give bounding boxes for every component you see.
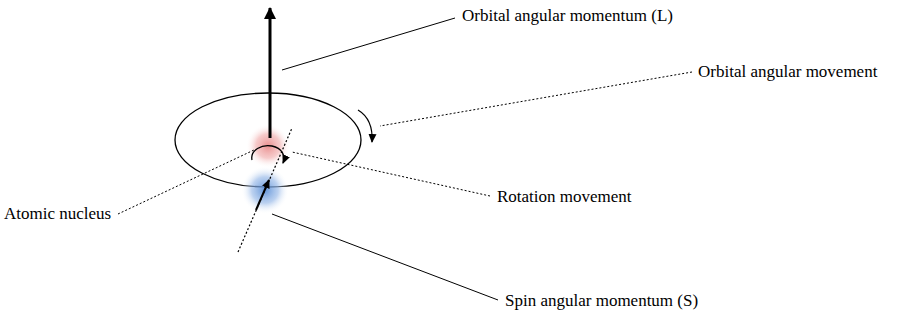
label-text: Spin angular momentum (S): [505, 291, 698, 311]
electron-blob: [241, 166, 289, 214]
leader-line: [292, 152, 490, 196]
rotation-arrow: [252, 146, 284, 163]
spin-arrow: [256, 180, 269, 210]
label-text: Orbital angular momentum (L): [462, 6, 673, 26]
orbital-movement-arrow: [358, 110, 372, 142]
leader-line: [272, 214, 498, 300]
leader-line: [282, 18, 455, 70]
leader-line: [118, 150, 254, 214]
nucleus-blob: [246, 124, 290, 168]
label-text: Rotation movement: [497, 187, 632, 207]
label-text: Atomic nucleus: [4, 204, 111, 224]
label-text: Orbital angular movement: [698, 62, 877, 82]
angular-momentum-arrow: [269, 8, 272, 138]
leader-line: [380, 72, 692, 126]
spin-axis: [238, 128, 292, 252]
